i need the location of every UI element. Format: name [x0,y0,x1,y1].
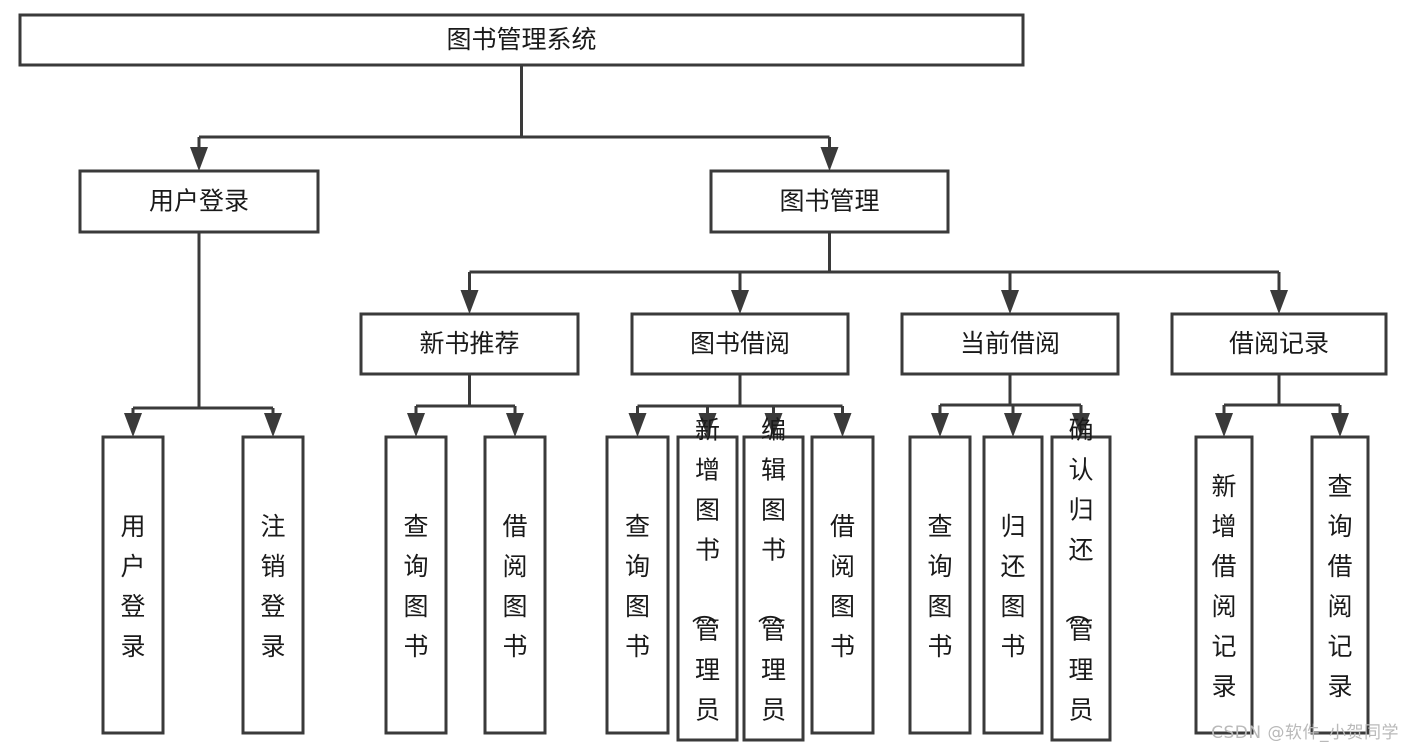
node-box[interactable] [18,13,1025,67]
node-box[interactable] [676,435,739,742]
edge-group-newrec [407,374,524,437]
node-label: 当前借阅 [960,329,1060,358]
arrow-head-icon [731,290,749,314]
node-l-querybook3[interactable]: 查询图书 [908,435,972,735]
edge-group-login [124,232,282,437]
arrow-head-icon [124,413,142,437]
node-l-logout[interactable]: 注销登录 [241,435,305,735]
node-l-querybook2[interactable]: 查询图书 [605,435,670,735]
arrow-head-icon [506,413,524,437]
arrow-head-icon [1004,413,1022,437]
arrow-head-icon [820,147,839,171]
arrow-head-icon [628,413,647,437]
node-box[interactable] [605,435,670,735]
arrow-head-icon [1072,413,1090,437]
node-label: 查询图书 [625,512,650,661]
node-label: 查询图书 [927,512,952,661]
node-box[interactable] [101,435,165,735]
node-l-querybook1[interactable]: 查询图书 [384,435,448,735]
node-l-borrowbook2[interactable]: 借阅图书 [810,435,875,735]
node-box[interactable] [1050,435,1112,742]
node-label: 查询借阅记录 [1327,472,1352,701]
arrow-head-icon [1215,413,1233,437]
node-label: 确认归还（管理员） [1062,416,1093,747]
node-box[interactable] [630,312,850,376]
node-label: 新增借阅记录 [1211,472,1236,701]
node-label: 借阅图书 [502,512,527,661]
arrow-head-icon [264,413,282,437]
node-root[interactable]: 图书管理系统 [18,13,1025,67]
node-label: 编辑图书（管理员） [755,416,786,747]
node-label: 新增图书（管理员） [689,416,720,747]
node-records[interactable]: 借阅记录 [1170,312,1388,376]
node-box[interactable] [78,169,320,234]
node-login[interactable]: 用户登录 [78,169,320,234]
node-label: 图书管理系统 [446,25,596,54]
node-l-confirm[interactable]: 确认归还（管理员） [1050,416,1112,747]
node-box[interactable] [810,435,875,735]
node-label: 图书借阅 [690,329,790,358]
arrow-head-icon [1331,413,1349,437]
node-l-borrowbook1[interactable]: 借阅图书 [483,435,547,735]
node-box[interactable] [908,435,972,735]
node-label: 借阅图书 [830,512,855,661]
node-newrec[interactable]: 新书推荐 [359,312,580,376]
edge-group-records [1215,374,1349,437]
node-label: 归还图书 [1000,512,1025,661]
edge-group-root [190,65,839,171]
node-label: 用户登录 [120,512,145,661]
node-box[interactable] [900,312,1120,376]
arrow-head-icon [190,147,208,171]
node-box[interactable] [241,435,305,735]
node-box[interactable] [742,435,805,742]
node-l-queryrecord[interactable]: 查询借阅记录 [1310,435,1370,735]
node-label: 新书推荐 [419,329,519,358]
node-l-editbook[interactable]: 编辑图书（管理员） [742,416,805,747]
node-box[interactable] [1194,435,1254,735]
edge-group-bookmgmt [460,232,1288,314]
node-box[interactable] [709,169,950,234]
arrow-head-icon [698,413,717,437]
node-label: 借阅记录 [1229,329,1329,358]
node-label: 图书管理 [779,187,879,216]
node-box[interactable] [1310,435,1370,735]
edge-group-borrow [628,374,852,437]
node-box[interactable] [1170,312,1388,376]
arrow-head-icon [833,413,852,437]
edges-layer [124,65,1349,437]
node-current[interactable]: 当前借阅 [900,312,1120,376]
node-l-addrecord[interactable]: 新增借阅记录 [1194,435,1254,735]
node-l-addbook[interactable]: 新增图书（管理员） [676,416,739,747]
arrow-head-icon [407,413,425,437]
node-l-userlogin[interactable]: 用户登录 [101,435,165,735]
node-box[interactable] [384,435,448,735]
node-borrow[interactable]: 图书借阅 [630,312,850,376]
nodes-layer: 图书管理系统用户登录图书管理新书推荐图书借阅当前借阅借阅记录用户登录注销登录查询… [18,13,1388,747]
node-bookmgmt[interactable]: 图书管理 [709,169,950,234]
node-box[interactable] [359,312,580,376]
node-box[interactable] [982,435,1044,735]
arrow-head-icon [764,413,783,437]
node-label: 查询图书 [403,512,428,661]
node-label: 用户登录 [149,187,249,216]
node-box[interactable] [483,435,547,735]
node-label: 注销登录 [260,512,285,661]
arrow-head-icon [1001,290,1019,314]
arrow-head-icon [931,413,949,437]
node-l-returnbook[interactable]: 归还图书 [982,435,1044,735]
edge-group-current [931,374,1090,437]
arrow-head-icon [1270,290,1288,314]
arrow-head-icon [460,290,479,314]
